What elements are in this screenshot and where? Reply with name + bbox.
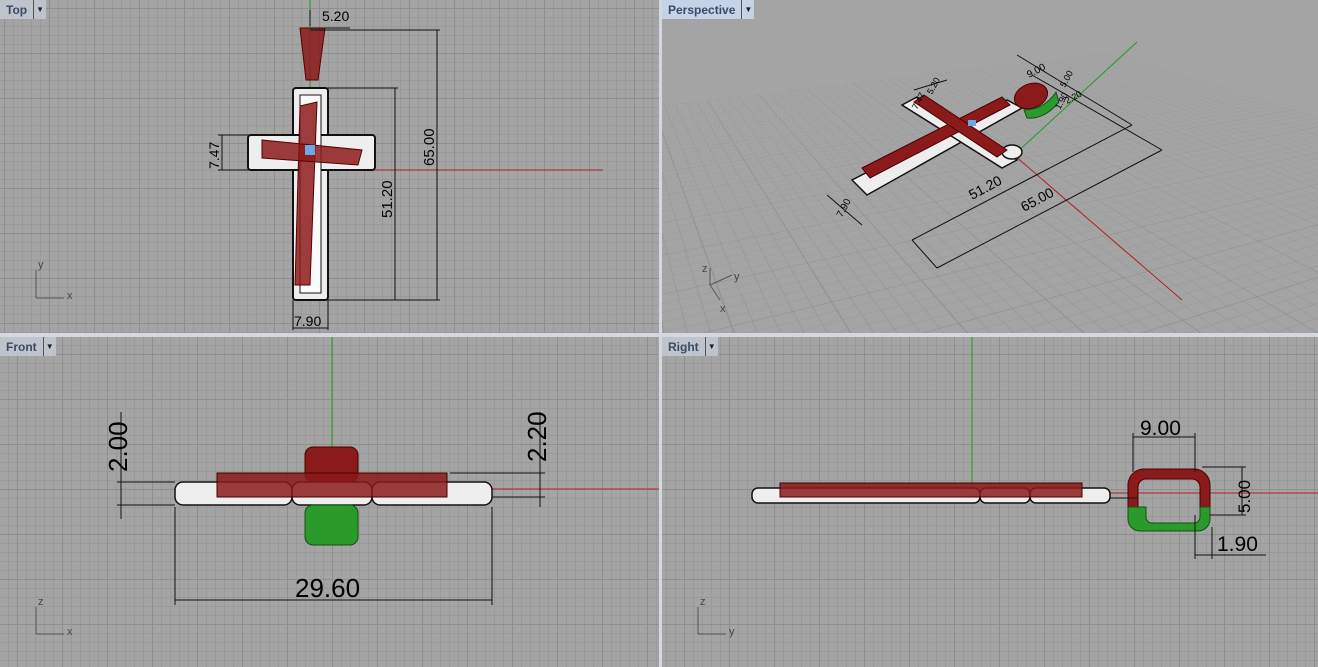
dim-label: 5.20 xyxy=(925,76,942,96)
viewport-title: Top xyxy=(6,2,28,17)
gumball-icon[interactable] xyxy=(305,145,315,155)
viewport-right[interactable]: Right ▼ 9.00 5.00 1.90 z y xyxy=(662,337,1318,667)
viewport-label-top[interactable]: Top ▼ xyxy=(0,0,47,19)
axis-label-x: x xyxy=(67,290,73,302)
axis-icon xyxy=(35,607,64,635)
axis-icon xyxy=(709,268,733,301)
dim-bail-width: 5.20 xyxy=(322,8,349,24)
axis-label-z: z xyxy=(38,596,44,608)
dim-offset: 1.90 xyxy=(1217,533,1258,556)
dimension-lines xyxy=(1132,433,1266,559)
dim-total-length: 65.00 xyxy=(421,128,438,166)
viewport-label-right[interactable]: Right ▼ xyxy=(662,337,718,356)
viewport-title: Right xyxy=(668,339,699,354)
dim-ring-width: 9.00 xyxy=(1140,417,1181,440)
dropdown-arrow-icon[interactable]: ▼ xyxy=(741,0,754,19)
dimension-lines xyxy=(218,10,440,330)
dim-bottom-width: 7.90 xyxy=(294,313,321,329)
dim-label: 5.00 xyxy=(1058,69,1075,89)
axis-label-y: y xyxy=(729,626,735,638)
dim-width: 29.60 xyxy=(295,573,360,603)
dropdown-arrow-icon[interactable]: ▼ xyxy=(42,337,56,356)
viewport-front[interactable]: Front ▼ 2.00 2.20 29.60 z x xyxy=(0,337,659,667)
dimension-lines xyxy=(117,412,545,605)
viewport-title: Perspective xyxy=(668,2,736,17)
x-axis-line xyxy=(1013,154,1183,301)
axis-label-y: y xyxy=(734,271,740,283)
viewport-top[interactable]: Top ▼ 5.20 7.47 51.20 65.00 7.90 y x xyxy=(0,0,659,333)
viewport-label-front[interactable]: Front ▼ xyxy=(0,337,56,356)
selected-overlay xyxy=(779,468,1211,532)
axis-label-x: x xyxy=(720,303,726,315)
axis-icon xyxy=(697,607,726,635)
dim-inner-length: 51.20 xyxy=(379,180,396,218)
dim-ring-height: 5.00 xyxy=(1235,480,1254,513)
selected-cross-overlay xyxy=(861,82,1060,179)
y-axis-line xyxy=(1013,41,1138,156)
dim-left-height: 2.00 xyxy=(103,421,133,472)
axis-icon xyxy=(35,270,64,299)
front-scene: 2.00 2.20 29.60 z x xyxy=(35,337,659,638)
dim-right-height: 2.20 xyxy=(522,411,552,462)
axis-label-y: y xyxy=(38,259,44,271)
axis-label-z: z xyxy=(700,596,706,608)
top-scene: 5.20 7.47 51.20 65.00 7.90 y x xyxy=(35,0,603,330)
right-scene: 9.00 5.00 1.90 z y xyxy=(697,337,1318,638)
viewport-title: Front xyxy=(6,339,37,354)
selected-overlay xyxy=(216,446,448,546)
dropdown-arrow-icon[interactable]: ▼ xyxy=(704,337,718,356)
dim-total-length: 65.00 xyxy=(1018,184,1057,215)
axis-label-x: x xyxy=(67,626,73,638)
gumball-icon[interactable] xyxy=(968,120,976,126)
axis-label-z: z xyxy=(702,263,708,275)
dropdown-arrow-icon[interactable]: ▼ xyxy=(33,0,46,19)
dim-arm-height: 7.47 xyxy=(206,142,222,169)
viewport-label-perspective[interactable]: Perspective ▼ xyxy=(662,0,755,19)
perspective-scene: 51.20 65.00 7.90 7.47 5.20 9.00 5.00 2.2… xyxy=(702,41,1183,315)
dim-inner-length: 51.20 xyxy=(966,172,1005,203)
dimension-lines xyxy=(826,54,1163,269)
viewport-perspective[interactable]: Perspective ▼ 51.20 65.00 7.90 7.47 5.20 … xyxy=(662,0,1318,333)
